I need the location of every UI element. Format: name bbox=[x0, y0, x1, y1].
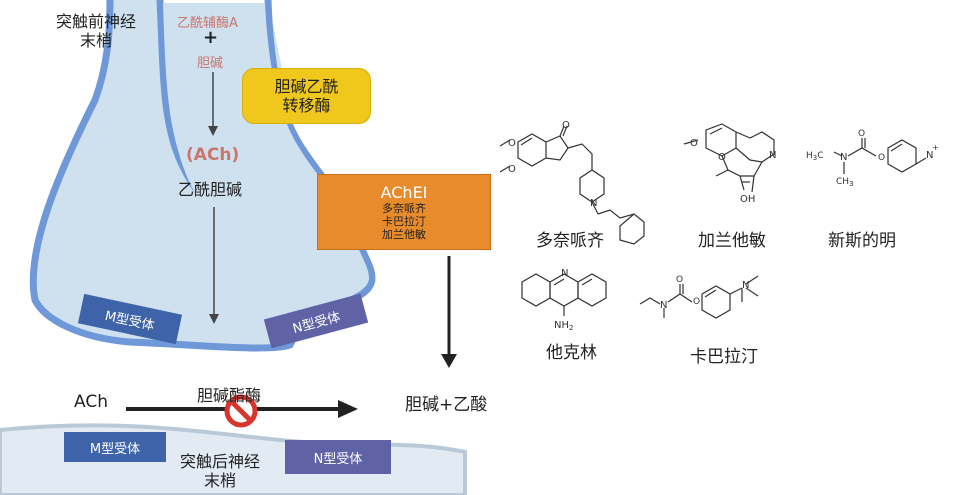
chat-line1: 胆碱乙酰 bbox=[274, 76, 339, 96]
tacrine-nh2-nh: NH bbox=[554, 320, 569, 331]
neostigmine-h3c-sub: 3 bbox=[813, 154, 817, 162]
achei-drug-3: 加兰他敏 bbox=[382, 228, 426, 242]
donepezil-o3: O bbox=[562, 120, 570, 131]
rivastigmine-name: 卡巴拉汀 bbox=[690, 347, 758, 367]
rivastigmine-structure bbox=[639, 275, 759, 319]
products-label: 胆碱+乙酸 bbox=[405, 395, 488, 415]
postsynaptic-line2: 末梢 bbox=[204, 471, 237, 491]
achei-box: AChEI 多奈哌齐 卡巴拉汀 加兰他敏 bbox=[317, 174, 491, 250]
achei-drug-2: 卡巴拉汀 bbox=[382, 215, 426, 228]
rivastigmine-o1: O bbox=[676, 275, 683, 285]
ach-name-label: 乙酰胆碱 bbox=[178, 180, 243, 199]
tacrine-nh2: NH2 bbox=[554, 320, 573, 332]
galantamine-structure bbox=[683, 123, 775, 193]
neostigmine-h3c: H3C bbox=[806, 151, 824, 162]
ach-abbr-label: (ACh) bbox=[186, 145, 240, 165]
n-receptor-bottom: N型受体 bbox=[285, 440, 391, 474]
neostigmine-h3c-h: H bbox=[806, 151, 813, 161]
tacrine-structure bbox=[521, 273, 607, 316]
neostigmine-nplus: + bbox=[932, 143, 939, 152]
presynaptic-line2: 末梢 bbox=[80, 31, 113, 51]
presynaptic-fill bbox=[163, 3, 369, 342]
acetyl-coa-label: 乙酰辅酶A bbox=[177, 16, 238, 31]
presynaptic-terminal bbox=[29, 0, 298, 352]
donepezil-o2: O bbox=[508, 164, 516, 175]
plus-sign: + bbox=[203, 27, 219, 48]
tacrine-nh2-sub: 2 bbox=[569, 324, 573, 332]
donepezil-structure bbox=[499, 125, 645, 245]
achei-title: AChEI bbox=[380, 182, 428, 202]
neostigmine-h3c-c: C bbox=[817, 151, 823, 161]
neostigmine-n2: N bbox=[926, 150, 933, 161]
rivastigmine-n1: N bbox=[660, 300, 667, 311]
tacrine-n: N bbox=[561, 268, 568, 279]
donepezil-n: N bbox=[590, 198, 597, 209]
neostigmine-o2: O bbox=[878, 153, 885, 163]
ach-label: ACh bbox=[74, 392, 108, 412]
tacrine-name: 他克林 bbox=[546, 343, 597, 363]
galantamine-n: N bbox=[769, 150, 776, 161]
neostigmine-structure bbox=[833, 138, 927, 174]
neostigmine-ch3-ch: CH bbox=[836, 177, 849, 187]
rivastigmine-n2: N bbox=[742, 280, 749, 291]
choline-label: 胆碱 bbox=[197, 56, 224, 71]
galantamine-oh: OH bbox=[740, 194, 755, 205]
presynaptic-label: 突触前神经 末梢 bbox=[56, 12, 136, 50]
galantamine-o1: O bbox=[690, 138, 698, 149]
neostigmine-ch3: CH3 bbox=[836, 177, 854, 188]
neostigmine-name: 新斯的明 bbox=[828, 231, 896, 251]
galantamine-o2: O bbox=[718, 152, 726, 163]
achei-drug-1: 多奈哌齐 bbox=[382, 201, 426, 215]
ache-enzyme-label: 胆碱酯酶 bbox=[197, 386, 262, 405]
postsynaptic-line1: 突触后神经 bbox=[180, 452, 261, 471]
rivastigmine-o2: O bbox=[693, 297, 700, 307]
molecule-structures: O O O N O O N OH H3C N CH3 O O N + bbox=[499, 120, 939, 332]
galantamine-name: 加兰他敏 bbox=[698, 231, 766, 251]
neostigmine-ch3-sub: 3 bbox=[849, 180, 853, 188]
neostigmine-n1: N bbox=[840, 152, 847, 163]
neostigmine-o1: O bbox=[858, 129, 865, 139]
m-receptor-bottom: M型受体 bbox=[64, 432, 166, 462]
presynaptic-line1: 突触前神经 bbox=[56, 12, 137, 31]
donepezil-o1: O bbox=[508, 138, 516, 149]
chat-enzyme-box: 胆碱乙酰 转移酶 bbox=[242, 68, 371, 124]
inhibition-icon bbox=[224, 394, 258, 428]
chat-line2: 转移酶 bbox=[282, 96, 331, 115]
postsynaptic-label: 突触后神经 末梢 bbox=[180, 452, 260, 490]
donepezil-name: 多奈哌齐 bbox=[536, 231, 604, 251]
